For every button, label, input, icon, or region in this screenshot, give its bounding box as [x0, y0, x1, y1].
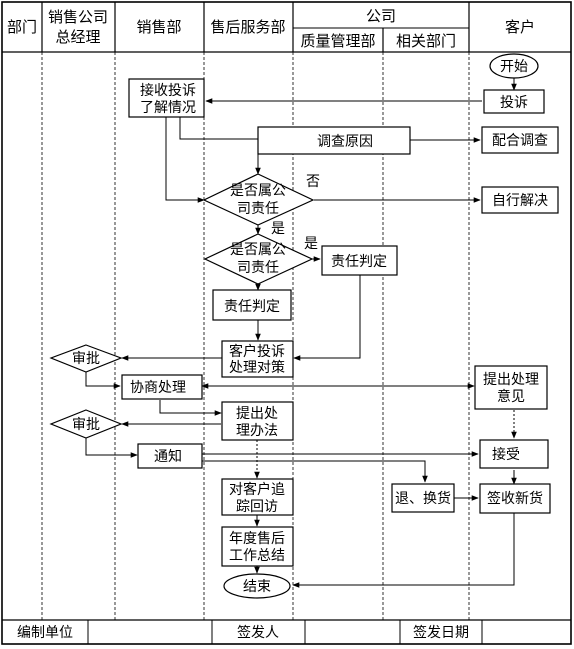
propose-method-box: [221, 401, 294, 441]
receive-complaint-line1: 接收投诉: [140, 82, 196, 99]
header-column-lines: [41, 2, 470, 52]
summary-box: [221, 526, 294, 567]
decision2-yes-label: 是: [304, 236, 318, 252]
receive-complaint-line2: 了解情况: [140, 100, 196, 116]
resp-judge-aftersales-label: 责任判定: [224, 299, 280, 315]
connectors: [85, 77, 517, 588]
end-label: 结束: [243, 579, 271, 595]
header-sales: 销售部: [136, 18, 181, 36]
complaint-label: 投诉: [500, 95, 528, 111]
approve1-diamond: [49, 344, 123, 373]
footer-date: 签发日期: [413, 624, 469, 641]
decision1-diamond: [202, 173, 315, 226]
header-gm-line1: 销售公司: [48, 8, 108, 26]
decision1-no-label: 否: [306, 174, 320, 190]
exchange-box: [391, 483, 455, 513]
investigate-box: [257, 126, 411, 155]
receive-goods-box: [479, 483, 551, 514]
self-resolve-box: [481, 186, 559, 214]
notify-box: [137, 443, 203, 469]
decision2-line2: 司责任: [237, 260, 279, 276]
header-company: 公司: [366, 7, 396, 25]
footer-unit: 编制单位: [17, 625, 73, 641]
approve2-diamond: [49, 409, 123, 439]
followup-line2: 踪回访: [236, 499, 278, 515]
decision2-line1: 是否属公: [230, 242, 286, 258]
receive-complaint-box: [128, 78, 205, 118]
propose-method-line2: 理办法: [236, 423, 278, 439]
footer-issuer: 签发人: [237, 624, 279, 641]
cooperate-label: 配合调查: [492, 133, 548, 149]
decision2-diamond: [203, 233, 314, 285]
approve1-label: 审批: [72, 351, 100, 367]
summary-line1: 年度售后: [229, 531, 285, 547]
complaint-box: [483, 89, 545, 114]
resp-judge-quality-label: 责任判定: [331, 254, 387, 270]
header-gm-line2: 总经理: [55, 28, 100, 46]
accept-box: [479, 439, 549, 469]
header-related: 相关部门: [396, 32, 456, 50]
header-dept: 部门: [7, 18, 37, 36]
followup-box: [221, 478, 294, 516]
accept-label: 接受: [492, 446, 520, 463]
start-terminal: [489, 53, 539, 79]
complaint-measures-line2: 处理对策: [229, 359, 285, 376]
start-label: 开始: [500, 59, 528, 75]
header-aftersales: 售后服务部: [210, 18, 285, 36]
footer-cell-lines: [87, 620, 483, 644]
dotted-connectors: [254, 410, 517, 479]
complaint-measures-box: [221, 340, 294, 378]
propose-opinion-line2: 意见: [497, 388, 525, 405]
cooperate-box: [481, 126, 559, 154]
negotiate-box: [121, 374, 203, 400]
approve2-label: 审批: [72, 417, 100, 433]
self-resolve-label: 自行解决: [492, 193, 548, 209]
notify-label: 通知: [154, 448, 182, 465]
end-terminal: [223, 573, 291, 599]
exchange-label: 退、换货: [395, 490, 451, 507]
header-quality: 质量管理部: [300, 32, 375, 50]
summary-line2: 工作总结: [229, 548, 285, 564]
investigate-label: 调查原因: [317, 134, 373, 150]
followup-line1: 对客户追: [229, 481, 285, 498]
complaint-measures-line1: 客户投诉: [229, 343, 285, 360]
resp-judge-quality-box: [321, 245, 398, 276]
negotiate-label: 协商处理: [130, 380, 186, 396]
resp-judge-aftersales-box: [212, 289, 292, 321]
decision1-yes-label: 是: [271, 221, 285, 237]
propose-opinion-line1: 提出处理: [483, 372, 539, 388]
propose-method-line1: 提出处: [236, 406, 278, 422]
decision1-line1: 是否属公: [230, 183, 286, 199]
propose-opinion-box: [474, 365, 548, 410]
decision1-line2: 司责任: [237, 201, 279, 217]
receive-goods-label: 签收新货: [487, 490, 543, 507]
header-customer: 客户: [505, 18, 535, 36]
